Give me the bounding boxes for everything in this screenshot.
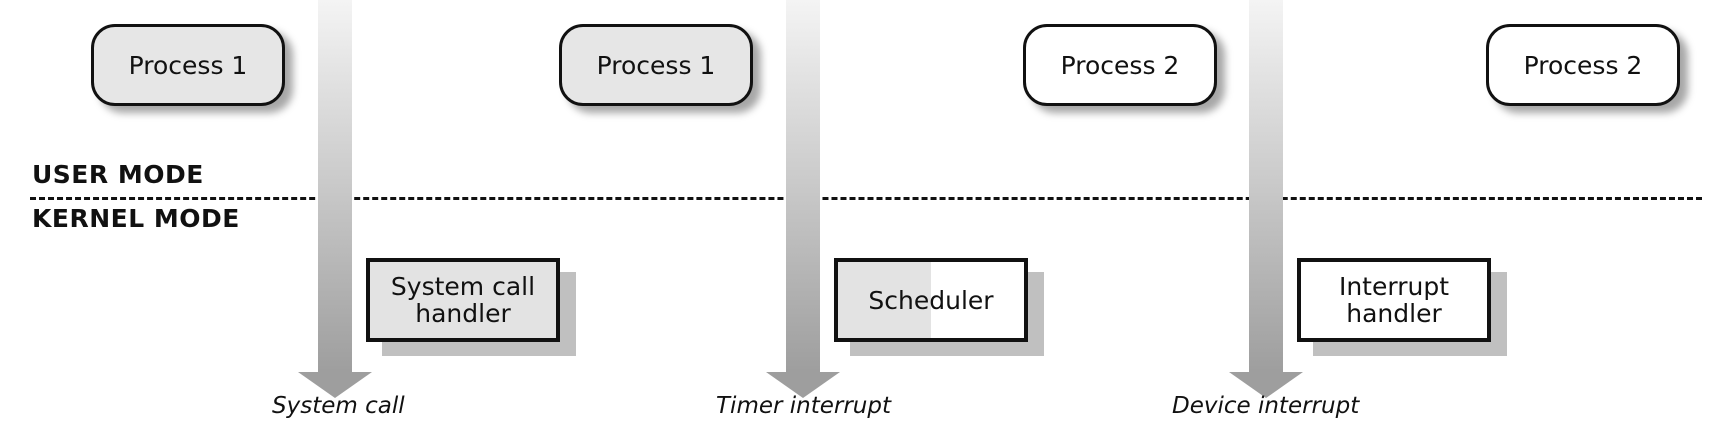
user-kernel-divider: [30, 197, 1702, 200]
scheduler-box: Scheduler: [834, 258, 1028, 342]
process-label: Process 1: [128, 50, 248, 80]
process-label: Process 2: [1060, 50, 1180, 80]
event-label: System call: [272, 393, 405, 419]
handler-label: Interrupt handler: [1338, 272, 1450, 328]
event-label: Device interrupt: [1172, 393, 1360, 419]
system-call-arrow: [298, 0, 372, 400]
process-box: Process 1: [91, 24, 285, 106]
system-call-handler-box: System call handler: [366, 258, 560, 342]
process-box: Process 2: [1486, 24, 1680, 106]
process-box: Process 2: [1023, 24, 1217, 106]
event-label: Timer interrupt: [716, 393, 892, 419]
timer-interrupt-arrow: [766, 0, 840, 400]
device-interrupt-arrow: [1229, 0, 1303, 400]
process-box: Process 1: [559, 24, 753, 106]
kernel-mode-label: KERNEL MODE: [32, 204, 240, 233]
user-mode-label: USER MODE: [32, 160, 204, 189]
process-label: Process 1: [596, 50, 716, 80]
handler-label: System call handler: [390, 272, 536, 328]
handler-label: Scheduler: [868, 285, 994, 315]
interrupt-handler-box: Interrupt handler: [1297, 258, 1491, 342]
process-label: Process 2: [1523, 50, 1643, 80]
